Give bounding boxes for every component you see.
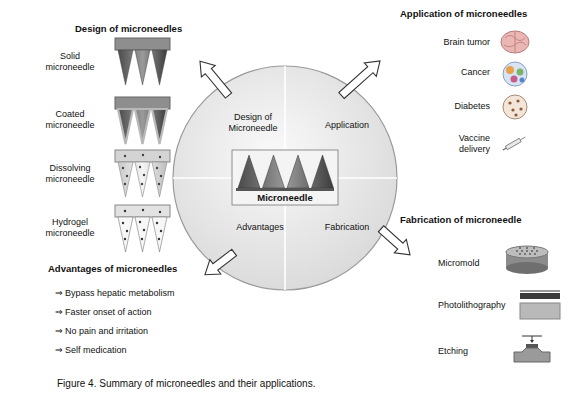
item-label: Solid microneedle <box>38 51 102 73</box>
advantages-panel: Advantages of microneedles ⇒ Bypass hepat… <box>40 260 205 365</box>
item-label: Fabrication <box>312 222 382 233</box>
solid-microneedle-figure <box>115 38 170 85</box>
item-label: Photolithography <box>438 300 518 311</box>
item-label: ⇒ Bypass hepatic metabolism <box>55 288 205 299</box>
etching-figure <box>514 336 550 362</box>
heading-text: Application of microneedles <box>400 8 565 19</box>
quadrant-divider <box>284 66 286 150</box>
figure-caption: Figure 4. Summary of microneedles and th… <box>57 378 557 390</box>
brain-icon <box>501 31 529 53</box>
quadrant-divider <box>173 177 232 179</box>
quadrant-divider <box>284 205 286 290</box>
item-label: Coated microneedle <box>38 109 102 131</box>
application-panel: Application of microneedlesBrain tumorCa… <box>380 5 565 165</box>
micromold-figure <box>506 246 548 274</box>
quadrant-divider <box>338 177 397 179</box>
item-label: Design of Microneedle <box>222 112 284 134</box>
item-label: Advantages <box>225 222 295 233</box>
center-frame <box>232 150 338 205</box>
item-label: Application <box>312 120 382 131</box>
item-label: Diabetes <box>415 101 490 112</box>
cancer-icon <box>503 62 527 86</box>
heading-text: Microneedle <box>232 192 338 203</box>
heading-text: Design of microneedles <box>75 23 200 34</box>
application-quadrant: Application <box>285 65 398 178</box>
item-label: ⇒ Self medication <box>55 345 205 356</box>
item-label: Micromold <box>438 258 500 269</box>
heading-text: Advantages of microneedles <box>48 263 208 274</box>
syringe-icon <box>502 135 527 151</box>
summary-circle: Microneedle Design of Microneedle Applicat… <box>172 65 398 291</box>
item-label: ⇒ No pain and irritation <box>55 326 205 337</box>
hydrogel-microneedle-figure <box>115 205 170 252</box>
design-quadrant: Design of Microneedle <box>172 65 285 178</box>
item-label: Brain tumor <box>415 37 490 48</box>
item-label: Etching <box>438 346 500 357</box>
diabetes-icon <box>503 95 527 119</box>
item-label: Hydrogel microneedle <box>38 217 102 239</box>
photolithography-figure <box>520 291 560 319</box>
design-panel: Design of microneedlesSolid microneedleC… <box>40 18 200 258</box>
item-label: Vaccine delivery <box>430 133 490 155</box>
microneedle-array <box>238 155 334 188</box>
fabrication-panel: Fabrication of microneedleMicromoldPhoto… <box>410 210 568 370</box>
item-label: Cancer <box>415 67 490 78</box>
circle-outline <box>172 65 398 291</box>
item-label: ⇒ Faster onset of action <box>55 307 205 318</box>
dissolving-microneedle-figure <box>115 150 170 197</box>
item-label: Dissolving microneedle <box>38 163 102 185</box>
coated-microneedle-figure <box>115 97 170 144</box>
heading-text: Fabrication of microneedle <box>400 214 566 225</box>
